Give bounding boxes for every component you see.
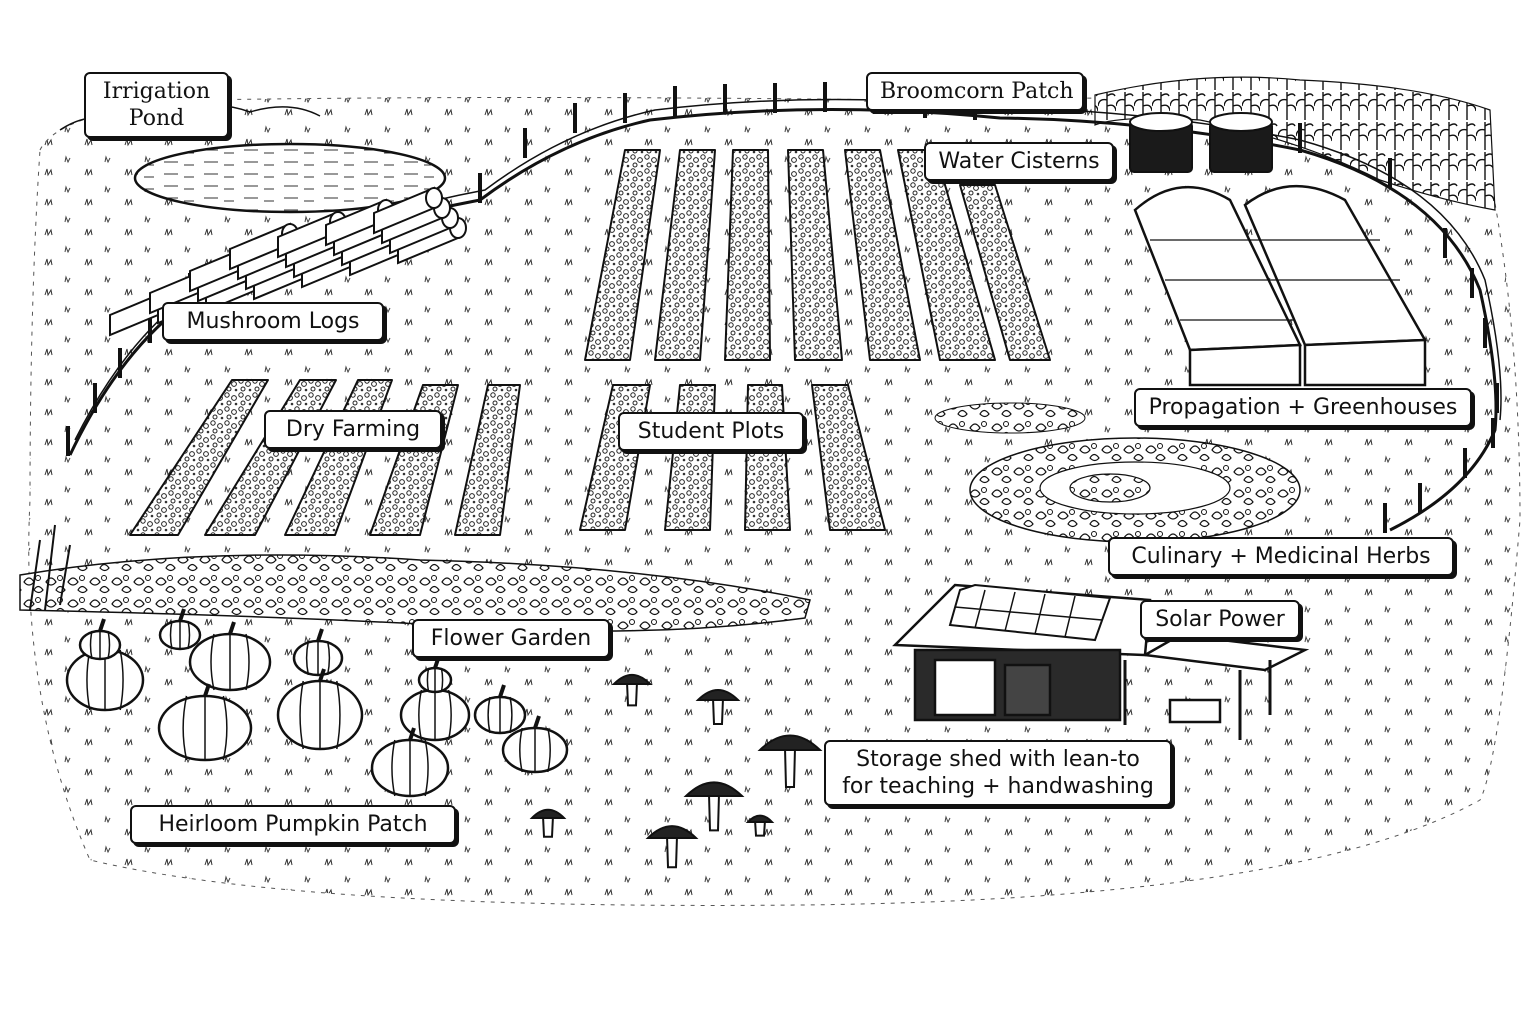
- student-upper-bed-2: [654, 149, 716, 361]
- label-water-cisterns: Water Cisterns: [924, 142, 1114, 181]
- label-irrigation-pond-line2: Pond: [128, 106, 185, 131]
- pumpkin-rib-2: [210, 633, 250, 691]
- label-irrigation-pond: Irrigation Pond: [84, 72, 229, 138]
- pumpkin-rib-12: [426, 667, 444, 693]
- label-solar-power: Solar Power: [1140, 600, 1300, 639]
- flower-garden: [19, 524, 811, 632]
- label-flower-garden: Flower Garden: [412, 619, 610, 658]
- pumpkin-rib-7: [299, 680, 341, 750]
- pumpkin-stem-6: [203, 683, 211, 697]
- pumpkin-stem-7: [318, 668, 326, 682]
- label-irrigation-pond-line1: Irrigation: [102, 79, 211, 104]
- mushroom-cap-1: [611, 673, 653, 685]
- pumpkin-rib-6: [182, 695, 228, 761]
- pumpkin-stem-9: [498, 684, 506, 698]
- student-plots-beds-upper: [584, 149, 1051, 361]
- student-upper-bed-4: [787, 149, 843, 361]
- mushroom-stem-5: [666, 835, 678, 869]
- pumpkin-rib-9: [487, 696, 513, 734]
- student-upper-bed-6: [897, 149, 996, 361]
- mushroom-stem-3: [784, 747, 796, 788]
- label-heirloom-pumpkin-patch: Heirloom Pumpkin Patch: [130, 805, 456, 844]
- mushroom-logs-stack: [109, 186, 467, 337]
- greenhouses: [1133, 184, 1428, 387]
- mushroom-cap-5: [645, 825, 699, 839]
- student-upper-bed-1: [584, 149, 661, 361]
- label-dry-farming: Dry Farming: [264, 410, 442, 449]
- mushroom-stem-1: [626, 681, 638, 707]
- pumpkin-stem-12: [433, 655, 441, 669]
- label-storage-shed: Storage shed with lean-to for teaching +…: [824, 740, 1172, 806]
- label-culinary-medicinal-herbs: Culinary + Medicinal Herbs: [1108, 537, 1454, 576]
- pumpkin-rib-5: [89, 630, 111, 660]
- mushroom-stem-7: [754, 819, 766, 837]
- pumpkin-stem-4: [178, 608, 186, 622]
- mushroom-cap-6: [529, 808, 567, 819]
- pumpkin-stem-10: [408, 727, 416, 741]
- label-student-plots: Student Plots: [618, 412, 804, 451]
- label-propagation-greenhouses: Propagation + Greenhouses: [1134, 388, 1472, 427]
- label-broomcorn-patch: Broomcorn Patch: [866, 72, 1084, 111]
- student-upper-bed-3: [724, 149, 771, 361]
- mushroom-stem-6: [542, 815, 554, 838]
- pumpkin-rib-10: [391, 739, 429, 797]
- pumpkin-rib-3: [305, 640, 331, 676]
- pumpkin-stem-2: [228, 621, 236, 635]
- mushroom-log-end-22: [425, 187, 443, 209]
- dry-farming-bed-1: [129, 379, 269, 536]
- herb-garden: [934, 402, 1301, 543]
- student-lower-bed-4: [811, 384, 886, 531]
- mushroom-cap-7: [745, 814, 775, 823]
- mushroom-stem-2: [712, 697, 724, 725]
- dry-farming-bed-5: [454, 384, 521, 536]
- label-mushroom-logs: Mushroom Logs: [162, 302, 384, 341]
- mushroom-cap-4: [683, 781, 745, 797]
- pumpkin-rib-4: [169, 620, 191, 650]
- pumpkin-rib-8: [418, 689, 452, 741]
- student-upper-bed-5: [844, 149, 921, 361]
- broomcorn-patch: [1094, 76, 1496, 211]
- water-cisterns: [1129, 112, 1273, 173]
- pumpkin-stem-5: [98, 618, 106, 632]
- student-upper-bed-7: [959, 184, 1051, 361]
- solar-panel: [948, 583, 1112, 642]
- student-lower-bed-3: [744, 384, 791, 531]
- mushroom-stem-4: [708, 793, 720, 832]
- mushrooms: [529, 673, 823, 869]
- mushroom-cap-3: [757, 734, 823, 751]
- mushroom-cap-2: [695, 689, 741, 701]
- pumpkin-patch: [65, 608, 569, 798]
- pumpkin-rib-11: [519, 727, 551, 773]
- label-storage-shed-line1: Storage shed with lean-to: [856, 747, 1140, 772]
- pumpkin-stem-11: [533, 715, 541, 729]
- pumpkin-stem-3: [316, 628, 324, 642]
- label-storage-shed-line2: for teaching + handwashing: [842, 774, 1154, 799]
